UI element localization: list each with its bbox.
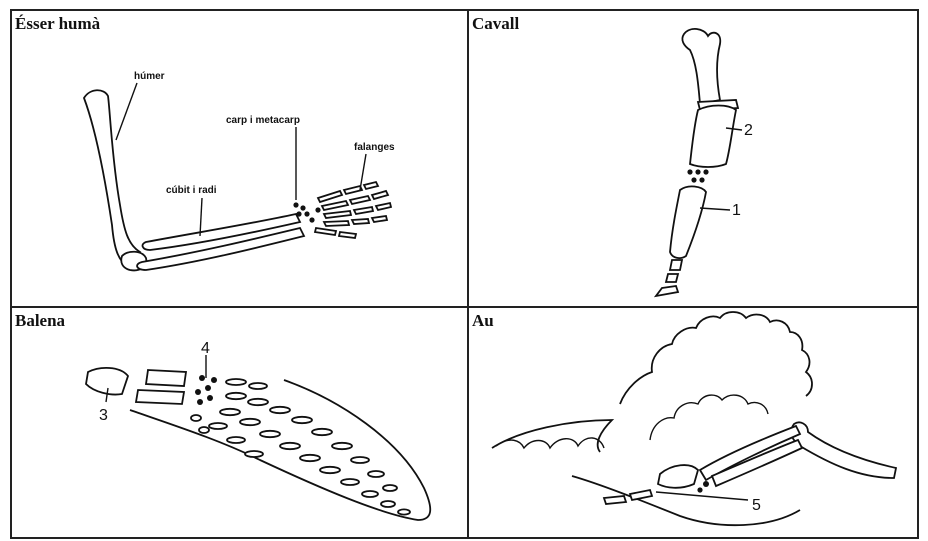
panel-horse: Cavall 2 1 xyxy=(472,14,753,296)
label-5: 5 xyxy=(752,497,761,514)
horse-pastern-2 xyxy=(666,274,678,282)
label-1: 1 xyxy=(732,202,741,219)
bird-carpal-dot-2 xyxy=(697,487,702,492)
label-2: 2 xyxy=(744,122,753,139)
bird-wing-drawing xyxy=(492,312,896,525)
panel-frame xyxy=(11,10,918,538)
bird-carpometacarpus xyxy=(658,465,698,488)
panel-bird: Au 5 xyxy=(472,311,896,525)
whale-digits xyxy=(191,379,410,515)
label-3: 3 xyxy=(99,407,108,424)
wing-inner-scallops xyxy=(650,395,768,440)
panel-title-horse: Cavall xyxy=(472,14,520,33)
label-4: 4 xyxy=(201,340,210,357)
finger-bones xyxy=(315,182,391,238)
whale-ulna xyxy=(136,390,184,404)
horse-metacarpal-2 xyxy=(690,106,736,168)
human-arm-drawing xyxy=(84,83,391,270)
ulna-radius-leader xyxy=(200,198,202,236)
wing-lower-edge xyxy=(492,420,612,452)
horse-sesamoids xyxy=(687,169,708,182)
wing-feather-edge xyxy=(620,312,812,404)
panel-title-human: Ésser humà xyxy=(15,14,101,33)
whale-carpals xyxy=(195,375,217,405)
whale-flipper-drawing xyxy=(86,355,430,520)
wing-underside xyxy=(496,438,604,448)
leader-1 xyxy=(700,208,730,210)
humerus-bone xyxy=(84,90,140,268)
label-ulna-radius: cúbit i radi xyxy=(166,185,217,196)
bird-digit xyxy=(630,490,652,500)
panel-title-whale: Balena xyxy=(15,311,66,330)
label-carpal-metacarpal: carp i metacarp xyxy=(226,115,300,126)
panel-title-bird: Au xyxy=(472,311,494,330)
ulna-bone xyxy=(143,214,300,250)
horse-bone-1 xyxy=(670,186,706,258)
bird-humerus xyxy=(791,422,896,478)
horse-pastern xyxy=(670,260,682,270)
bird-digit-2 xyxy=(604,496,626,504)
whale-radius xyxy=(146,370,186,386)
label-phalanges: falanges xyxy=(354,142,395,153)
leader-5 xyxy=(656,492,748,500)
horse-upper-bone xyxy=(682,29,720,104)
label-humerus: húmer xyxy=(134,71,165,82)
horse-leg-drawing xyxy=(656,29,742,296)
bird-carpal-dot xyxy=(703,481,709,487)
panel-whale: Balena xyxy=(15,311,430,520)
horse-hoof xyxy=(656,286,678,296)
panel-human: Ésser humà xyxy=(15,14,395,270)
humerus-leader xyxy=(116,83,137,140)
